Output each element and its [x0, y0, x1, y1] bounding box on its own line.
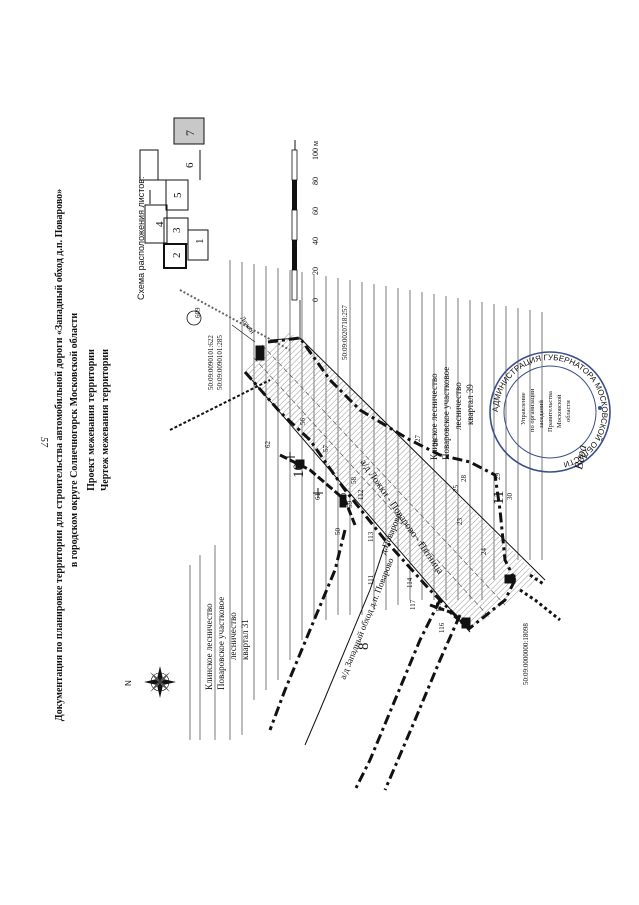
svg-text:60: 60	[340, 493, 348, 501]
svg-text:113: 113	[367, 531, 375, 542]
sheet-4-box	[144, 204, 168, 244]
header-block: Документация по планировке территории дл…	[54, 189, 111, 721]
svg-text:по организации: по организации	[529, 388, 536, 432]
sheet-4-label: 4	[154, 221, 166, 227]
svg-text:26: 26	[432, 439, 440, 447]
svg-text:50: 50	[334, 528, 342, 536]
boundary-zone-10	[279, 452, 357, 526]
svg-text:Управление: Управление	[520, 392, 527, 425]
parcel-285: 50:09:0090101:285	[216, 335, 224, 390]
svg-text:116: 116	[438, 622, 446, 633]
sheet-6-label: 6	[184, 162, 196, 168]
zone-8-label: 8	[356, 643, 372, 651]
svg-text:62: 62	[264, 441, 272, 449]
sheet-7-box	[173, 117, 205, 145]
header-line3: Проект межевания территории	[86, 349, 97, 491]
sheet-2-label: 2	[171, 253, 183, 259]
bypass-road	[268, 529, 472, 791]
marker-609-label: 609	[194, 307, 202, 318]
sheet-1-box	[187, 229, 209, 261]
svg-text:29: 29	[494, 473, 502, 481]
zone-11-label: 11	[491, 491, 507, 505]
svg-text:Клинское лесничество: Клинское лесничество	[429, 373, 439, 460]
svg-text:58: 58	[350, 477, 358, 485]
svg-text:115: 115	[435, 601, 443, 612]
svg-text:80: 80	[311, 177, 320, 185]
svg-text:Клинское лесничество: Клинское лесничество	[204, 603, 214, 690]
north-label: N	[124, 680, 133, 686]
parcel-boundary-east	[519, 573, 561, 622]
svg-text:квартал 39: квартал 39	[465, 384, 475, 425]
sheet-scheme-title: Схема расположения листов:	[136, 176, 146, 300]
parcel-18098: 50:09:0000000:18098	[522, 623, 530, 685]
official-stamp: АДМИНИСТРАЦИЯ ГУБЕРНАТОРА МОСКОВСКОЙ ОБЛ…	[489, 351, 611, 473]
main-road-corridor	[169, 289, 546, 633]
stamp-signature: Вера	[571, 444, 589, 471]
svg-text:59: 59	[346, 501, 354, 509]
svg-text:23: 23	[456, 518, 464, 526]
svg-text:60: 60	[311, 207, 320, 215]
svg-text:40: 40	[311, 237, 320, 245]
svg-text:27: 27	[414, 435, 422, 443]
svg-text:56: 56	[299, 418, 307, 426]
zone-10-label-vis: 10	[291, 463, 307, 478]
svg-text:области: области	[565, 400, 572, 422]
forestry-right: Клинское лесничество Поваровское участко…	[429, 367, 475, 460]
sheet-scheme: Схема расположения листов: 1 2 3 4 5 6 7	[136, 117, 209, 300]
svg-text:25: 25	[452, 485, 460, 493]
sheet-6-box	[139, 149, 159, 181]
svg-text:100 м: 100 м	[311, 141, 320, 160]
page-number: 57	[38, 437, 49, 448]
sheet-7-label: 7	[183, 130, 197, 136]
svg-text:30: 30	[506, 493, 514, 501]
svg-text:117: 117	[409, 599, 417, 610]
svg-text:114: 114	[406, 577, 414, 588]
svg-text:0: 0	[311, 298, 320, 302]
sheet-5-label: 5	[172, 192, 184, 198]
forestry-left: Клинское лесничество Поваровское участко…	[204, 597, 250, 690]
svg-text:лесничество: лесничество	[228, 612, 238, 660]
svg-text:лесничество: лесничество	[453, 382, 463, 430]
svg-text:28: 28	[460, 475, 468, 483]
svg-text:112: 112	[357, 489, 365, 500]
road-bypass-bottom-label: а/д Западный обход д.п. Поварово	[338, 556, 396, 681]
point-labels: 23 24 25 26 27 28 29 30 50 56 57 58 59 6…	[264, 418, 514, 634]
header-line1: Документация по планировке территории дл…	[54, 189, 65, 721]
svg-text:111: 111	[367, 575, 375, 585]
parcel-622: 50:09:0090101:622	[207, 335, 215, 390]
scale-bar: 0 20 40 60 80 100 м	[291, 140, 320, 302]
svg-text:24: 24	[480, 548, 488, 556]
svg-text:Правительства: Правительства	[547, 391, 554, 432]
parcel-257: 50:09:0020718:257	[341, 305, 349, 360]
north-arrow-icon	[144, 666, 176, 698]
sheet-3-box	[163, 217, 189, 245]
sheet-1-label: 1	[194, 239, 206, 245]
marker-609	[186, 310, 202, 326]
svg-text:Поваровское участковое: Поваровское участковое	[216, 597, 226, 690]
svg-text:квартал 31: квартал 31	[240, 619, 250, 660]
svg-text:Московской: Московской	[556, 394, 563, 428]
svg-text:57: 57	[322, 445, 330, 453]
svg-text:20: 20	[311, 267, 320, 275]
header-line2: в городском округе Солнечногорск Московс…	[69, 313, 80, 568]
svg-text:заседаний: заседаний	[538, 400, 545, 428]
svg-text:Поваровское участковое: Поваровское участковое	[441, 367, 451, 460]
header-line4: Чертеж межевания территории	[100, 349, 111, 491]
svg-text:61: 61	[314, 493, 322, 501]
sheet-3-label: 3	[171, 227, 183, 233]
